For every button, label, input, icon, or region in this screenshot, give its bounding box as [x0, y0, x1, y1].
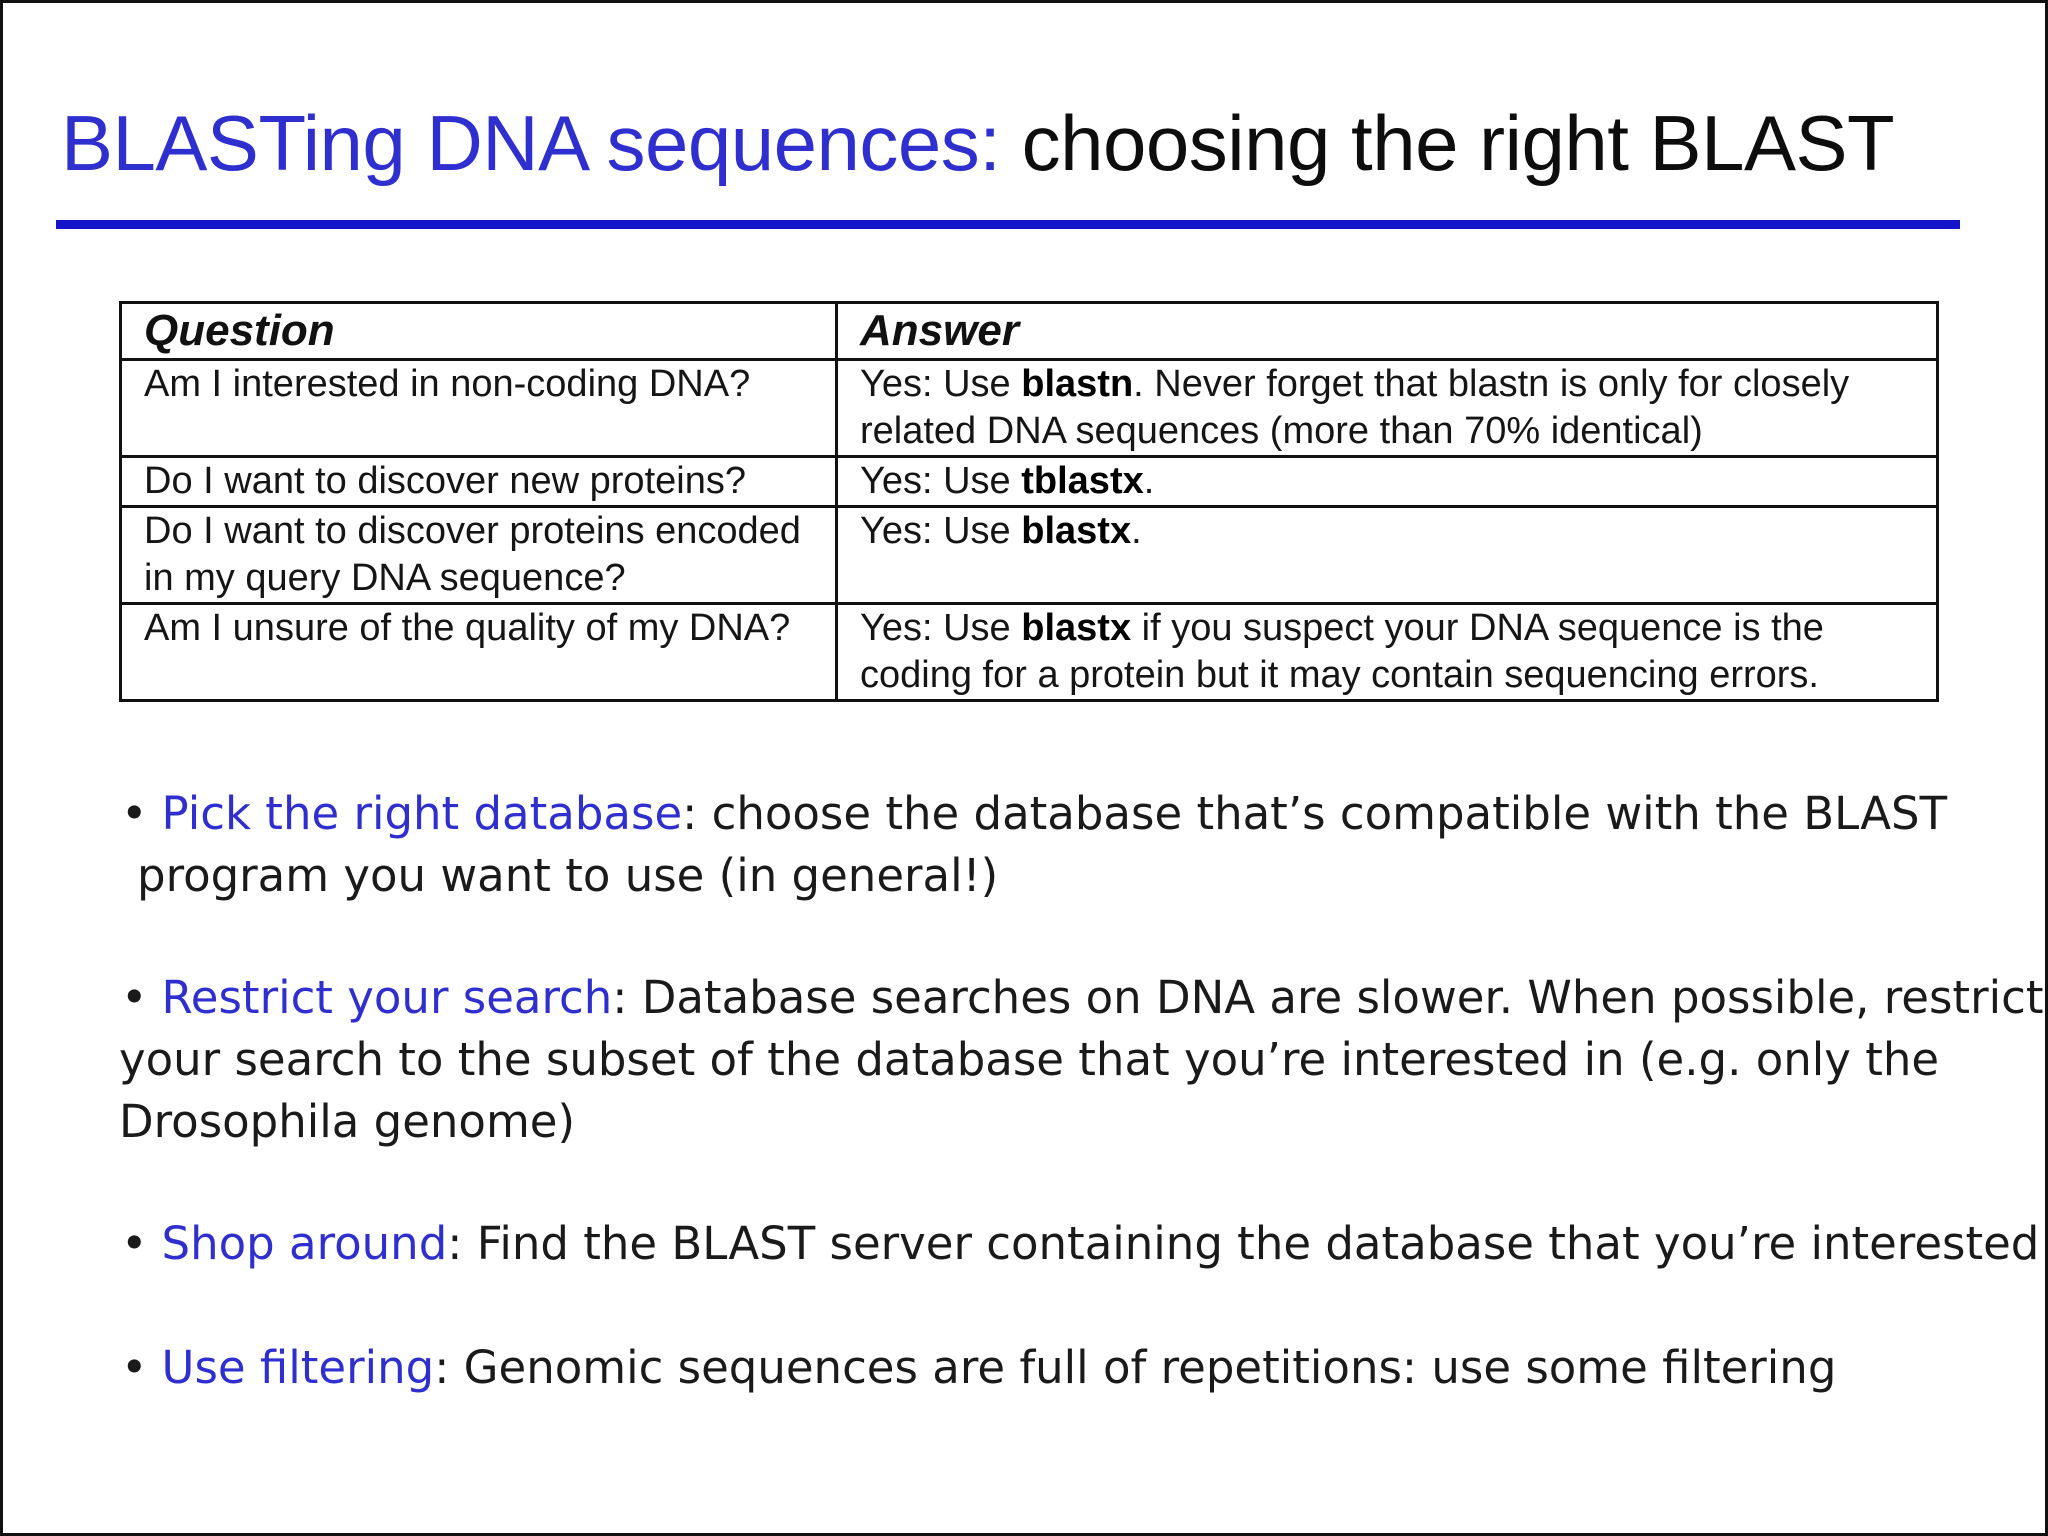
answer-program: blastx	[1021, 510, 1132, 552]
table-cell-answer: Yes: Use blastx.	[835, 505, 1939, 605]
title-underline	[56, 220, 1960, 229]
table-row: Am I interested in non-coding DNA? Yes: …	[119, 358, 1939, 458]
tip-text-line2: your search to the subset of the databas…	[119, 1033, 1940, 1086]
answer-suffix: . Never forget that blastn is only for c…	[860, 363, 1850, 452]
tip-text-line1: : choose the database that’s compatible …	[682, 787, 1948, 840]
table-row: Do I want to discover new proteins? Yes:…	[119, 455, 1939, 508]
bullet-marker: •	[121, 1341, 148, 1394]
answer-prefix: Yes: Use	[860, 510, 1022, 552]
answer-program: blastx	[1021, 607, 1132, 649]
tip-term: Restrict your search	[161, 971, 613, 1024]
bullet-marker: •	[121, 971, 148, 1024]
tip-text-line1: : Database searches on DNA are slower. W…	[612, 971, 2044, 1024]
table-cell-question: Do I want to discover new proteins?	[119, 455, 838, 508]
tip-pick-database: •Pick the right database: choose the dat…	[121, 783, 2011, 907]
table-cell-question: Do I want to discover proteins encoded i…	[119, 505, 838, 605]
table-cell-answer: Yes: Use blastn. Never forget that blast…	[835, 358, 1939, 458]
answer-suffix: .	[1143, 460, 1155, 502]
table-cell-answer: Yes: Use blastx if you suspect your DNA …	[835, 602, 1939, 702]
answer-prefix: Yes: Use	[860, 607, 1022, 649]
tip-restrict-search: •Restrict your search: Database searches…	[119, 967, 2043, 1153]
answer-program: tblastx	[1021, 460, 1144, 502]
tip-text-line1: : Find the BLAST server containing the d…	[447, 1217, 2048, 1270]
slide-title-accent: BLASTing DNA sequences:	[61, 99, 1001, 187]
tip-use-filtering: •Use filtering: Genomic sequences are fu…	[121, 1337, 2011, 1399]
answer-program: blastn	[1021, 363, 1134, 405]
slide-title: BLASTing DNA sequences: choosing the rig…	[61, 95, 1895, 191]
tip-term: Shop around	[161, 1217, 448, 1270]
tip-text-line2: program you want to use (in general!)	[137, 849, 999, 902]
answer-suffix: if you suspect your DNA sequence is the …	[860, 607, 1824, 696]
slide-title-rest: choosing the right BLAST	[1000, 99, 1895, 187]
tip-text-line3: Drosophila genome)	[119, 1095, 576, 1148]
table-row: Am I unsure of the quality of my DNA? Ye…	[119, 602, 1939, 702]
tip-term: Pick the right database	[161, 787, 683, 840]
tip-term: Use filtering	[161, 1341, 435, 1394]
table-header-answer: Answer	[835, 301, 1939, 361]
tip-text-line1: : Genomic sequences are full of repetiti…	[434, 1341, 1837, 1394]
blast-choice-table: Question Answer Am I interested in non-c…	[119, 301, 1939, 702]
bullet-marker: •	[121, 787, 148, 840]
table-header-question: Question	[119, 301, 838, 361]
table-header-row: Question Answer	[119, 301, 1939, 361]
answer-suffix: .	[1131, 510, 1142, 552]
tip-shop-around: •Shop around: Find the BLAST server cont…	[121, 1213, 2045, 1275]
table-cell-question: Am I unsure of the quality of my DNA?	[119, 602, 838, 702]
bullet-marker: •	[121, 1217, 148, 1270]
table-cell-answer: Yes: Use tblastx.	[835, 455, 1939, 508]
table-cell-question: Am I interested in non-coding DNA?	[119, 358, 838, 458]
answer-prefix: Yes: Use	[860, 363, 1022, 405]
answer-prefix: Yes: Use	[860, 460, 1022, 502]
table-row: Do I want to discover proteins encoded i…	[119, 505, 1939, 605]
